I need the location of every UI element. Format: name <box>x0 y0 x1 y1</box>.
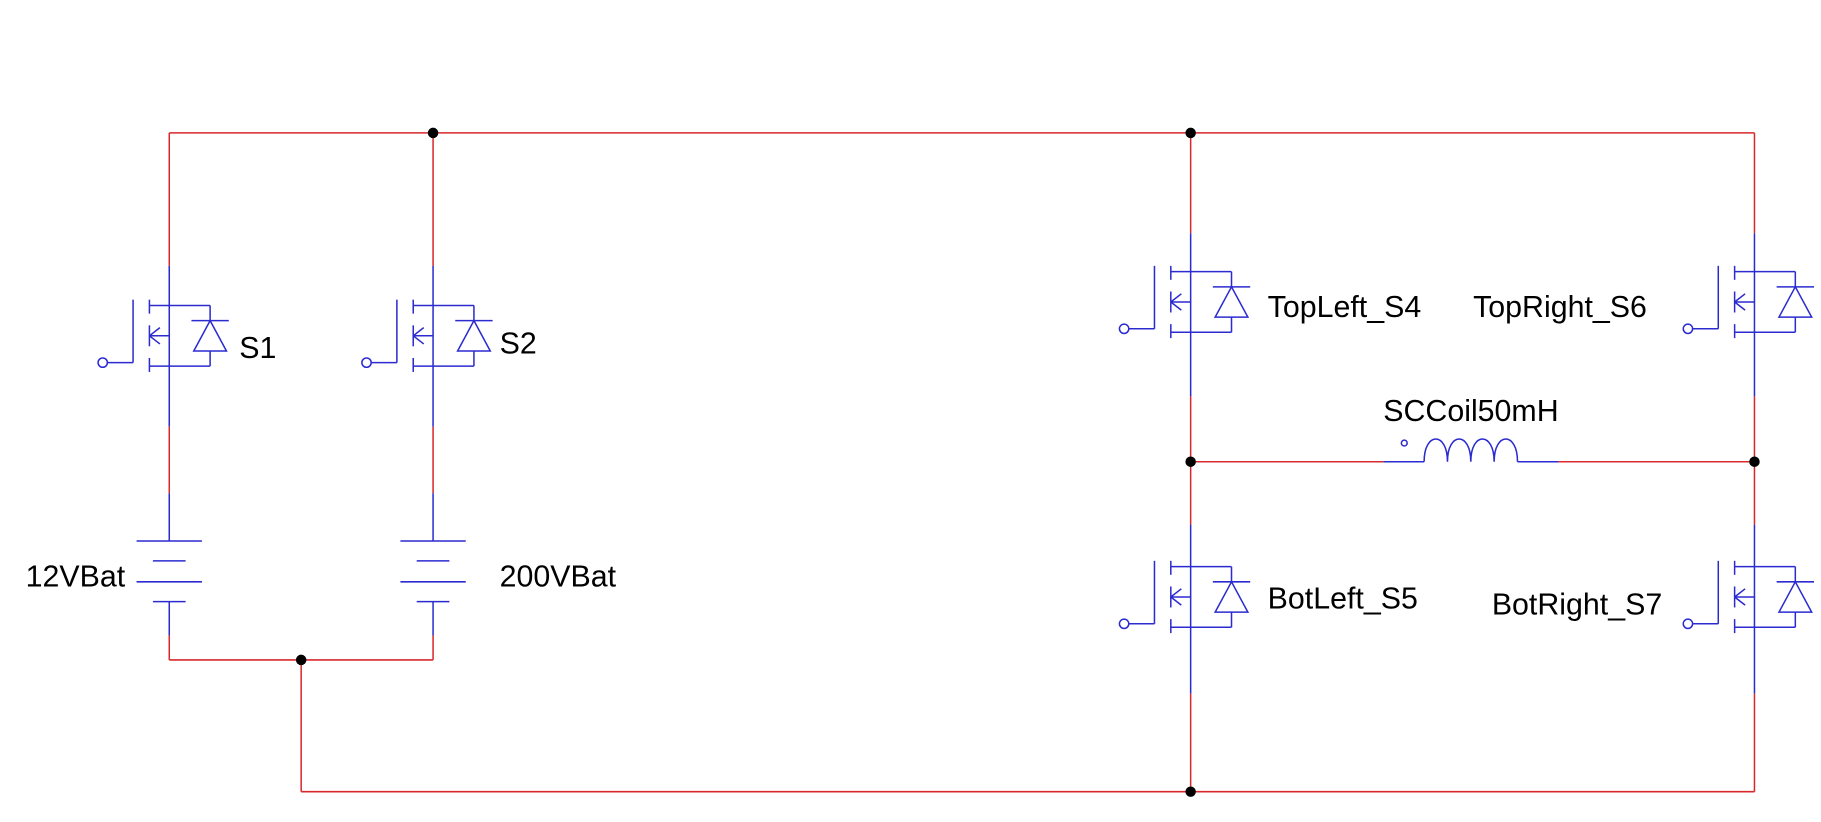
switch-s2-label: S2 <box>500 327 537 360</box>
switch-s1-label: S1 <box>239 332 276 365</box>
switch-topright-s6[interactable]: TopRight_S6 <box>1473 265 1815 339</box>
switch-s4-label: TopLeft_S4 <box>1268 291 1422 324</box>
junction-nodes <box>295 127 1760 797</box>
switch-botleft-s5[interactable]: BotLeft_S5 <box>1118 560 1418 634</box>
switch-botright-s7[interactable]: BotRight_S7 <box>1492 560 1815 634</box>
switch-s5-label: BotLeft_S5 <box>1268 583 1418 616</box>
wires <box>168 132 1756 793</box>
switch-s6-label: TopRight_S6 <box>1473 291 1647 324</box>
inductor-sccoil[interactable]: SCCoil50mH <box>1383 395 1559 463</box>
battery-12v[interactable]: 12VBat <box>26 540 203 603</box>
switch-s1[interactable]: S1 <box>97 298 276 373</box>
inductor-label: SCCoil50mH <box>1383 395 1558 428</box>
battery-200v[interactable]: 200VBat <box>399 540 617 603</box>
switch-s7-label: BotRight_S7 <box>1492 588 1662 621</box>
switch-topleft-s4[interactable]: TopLeft_S4 <box>1118 265 1422 339</box>
battery-12v-label: 12VBat <box>26 560 126 593</box>
switch-s2[interactable]: S2 <box>361 298 537 373</box>
battery-200v-label: 200VBat <box>500 560 617 593</box>
